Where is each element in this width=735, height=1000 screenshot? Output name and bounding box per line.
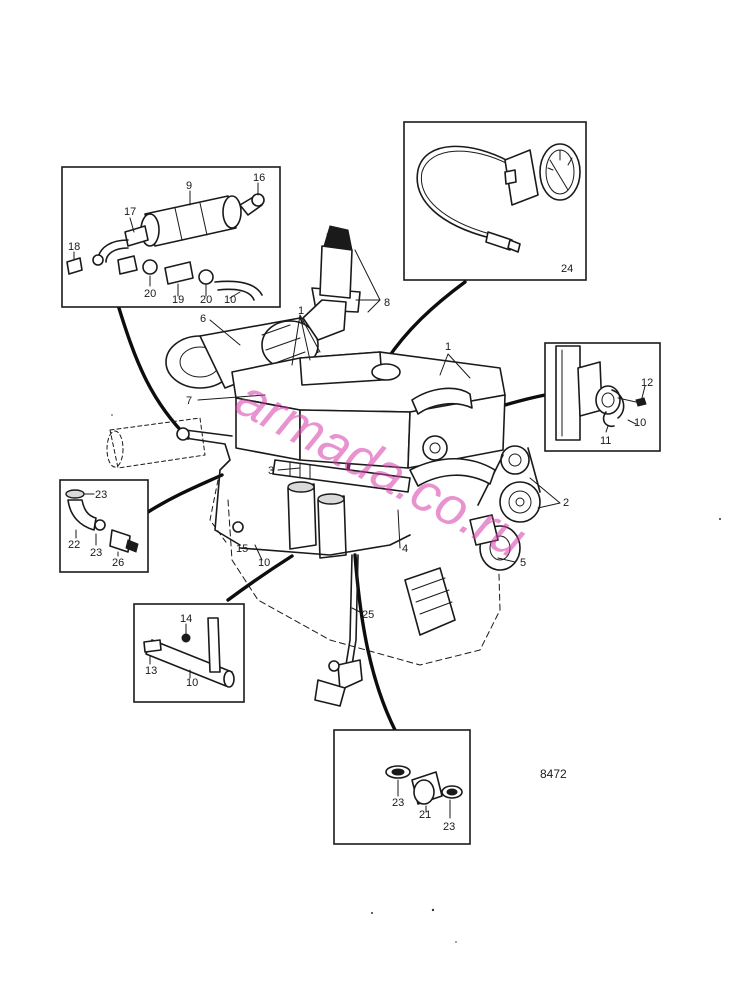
leader-25	[351, 607, 361, 613]
filter-kit-label-10: 10	[224, 294, 236, 306]
filter-kit-label-17: 17	[124, 206, 136, 218]
leader-1b	[439, 353, 471, 379]
filler-cap	[371, 363, 401, 381]
inset-sender	[544, 342, 661, 452]
coolant-hose-lower	[409, 457, 496, 487]
leader-curve-elbow	[146, 473, 224, 514]
bracket-label-13: 13	[145, 665, 157, 677]
fuel-filter-2	[317, 495, 347, 559]
coolant-pipe-horizontal	[272, 459, 411, 493]
filter-kit-label-9: 9	[186, 180, 192, 192]
leader-6	[209, 319, 241, 346]
sender-label-11: 11	[600, 435, 611, 447]
leader-8	[354, 249, 381, 313]
engine-block-outline	[227, 499, 501, 666]
leader-5	[497, 557, 516, 563]
inset-filter-kit	[61, 166, 281, 308]
leader-3	[277, 467, 301, 471]
bracket-label-14: 14	[180, 613, 192, 625]
filter-kit-label-18: 18	[68, 241, 80, 253]
hose-label-21: 21	[419, 809, 431, 821]
callout-3: 3	[268, 465, 274, 477]
engine-assembly	[106, 225, 561, 707]
leader-2	[529, 477, 561, 509]
gauge-label-24: 24	[561, 263, 573, 275]
elbow-label-22: 22	[68, 539, 80, 551]
callout-8: 8	[384, 297, 390, 309]
bracket-label-10: 10	[186, 677, 198, 689]
hose-label-23b: 23	[443, 821, 455, 833]
inset-temperature-gauge	[403, 121, 587, 281]
callout-7: 7	[186, 395, 192, 407]
leader-4	[397, 509, 401, 549]
callout-6: 6	[200, 313, 206, 325]
callout-10: 10	[258, 557, 270, 569]
callout-15: 15	[236, 543, 248, 555]
leader-curve-bracket	[226, 554, 294, 602]
pulley-crank	[499, 481, 541, 523]
exhaust-pipe-left	[109, 417, 206, 469]
leader-10	[254, 544, 263, 561]
engine-sump-outline	[209, 479, 229, 546]
callout-2: 2	[563, 497, 569, 509]
scan-speckles	[111, 414, 721, 943]
leader-curve-hose	[353, 553, 397, 732]
sender-label-12: 12	[641, 377, 653, 389]
callout-25: 25	[362, 609, 374, 621]
inset-hose	[333, 729, 471, 845]
callout-1-left: 1	[298, 305, 304, 317]
leader-1a	[291, 314, 321, 366]
leader-7	[197, 394, 266, 401]
fuel-filter-1	[287, 483, 317, 550]
callout-4: 4	[402, 543, 408, 555]
leader-curve-filter-kit	[116, 303, 190, 440]
elbow-label-23a: 23	[95, 489, 107, 501]
thermostat-housing	[422, 435, 448, 461]
filter-kit-label-20b: 20	[200, 294, 212, 306]
callout-1-right: 1	[445, 341, 451, 353]
figure-number: 8472	[540, 767, 567, 781]
filter-kit-label-19: 19	[172, 294, 184, 306]
filter-kit-label-20a: 20	[144, 288, 156, 300]
hose-label-23a: 23	[392, 797, 404, 809]
callout-5: 5	[520, 557, 526, 569]
inset-bracket	[133, 603, 245, 703]
elbow-label-26: 26	[112, 557, 124, 569]
drain-valve	[337, 659, 363, 691]
sump-grille	[404, 567, 456, 636]
filter-kit-label-16: 16	[253, 172, 265, 184]
coolant-pipe-top	[411, 387, 473, 415]
sender-label-10: 10	[634, 417, 646, 429]
tube-25	[345, 554, 353, 666]
inset-elbow	[59, 479, 149, 573]
elbow-label-23b: 23	[90, 547, 102, 559]
left-coolant-pipe	[184, 437, 241, 546]
exhaust-hose-top	[323, 225, 353, 251]
pulley-upper	[500, 445, 530, 475]
